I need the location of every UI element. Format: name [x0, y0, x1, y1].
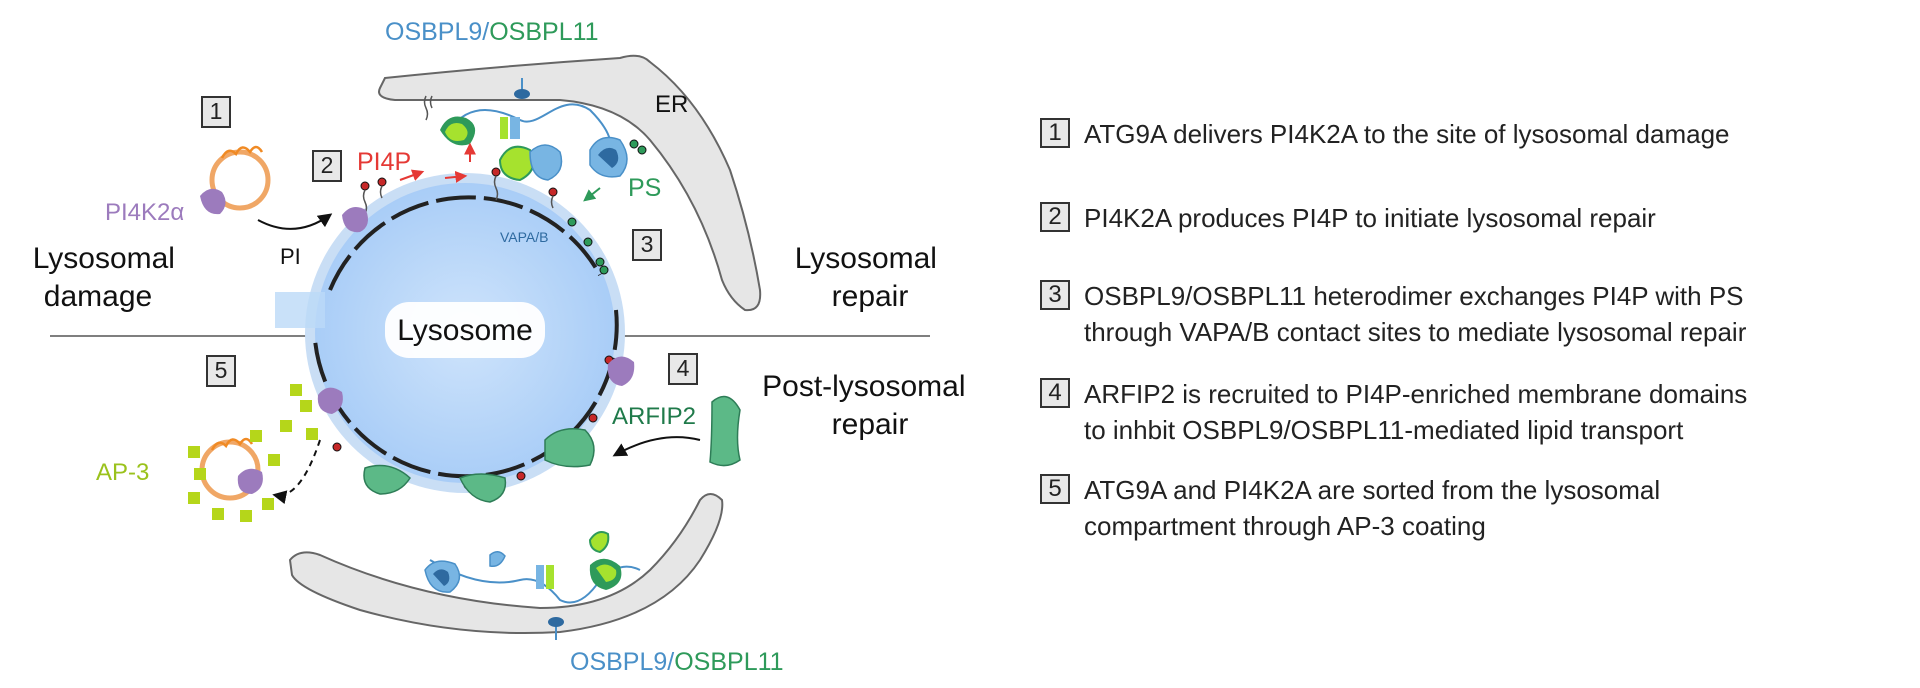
legend-badge-5: 5 — [1040, 474, 1070, 504]
atg9a-vesicle-step1 — [200, 145, 271, 215]
legend-line: ATG9A and PI4K2A are sorted from the lys… — [1084, 475, 1661, 505]
legend-badge-2: 2 — [1040, 202, 1070, 232]
er-membrane-bottom — [288, 493, 724, 635]
membrane-leak — [275, 292, 325, 328]
osbpl-label-top: OSBPL9/OSBPL11 — [385, 18, 599, 46]
svg-text:1: 1 — [210, 98, 223, 124]
legend-item-4: 4 ARFIP2 is recruited to PI4P-enriched m… — [1040, 376, 1884, 448]
svg-text:2: 2 — [321, 152, 334, 178]
ap3-vesicle-step5 — [188, 384, 318, 522]
arrow-pi4p-2 — [444, 170, 468, 183]
step-badge-4: 4 — [668, 353, 698, 385]
svg-text:3: 3 — [641, 231, 654, 257]
osbpl-complex-bottom — [424, 531, 641, 640]
legend-item-2: 2 PI4K2A produces PI4P to initiate lysos… — [1040, 200, 1884, 236]
pi4k2a-membrane-step5 — [317, 387, 343, 414]
arfip2-proteins — [363, 395, 741, 503]
legend-line: through VAPA/B contact sites to mediate … — [1084, 317, 1747, 347]
pi4k2a-label: PI4K2α — [105, 199, 184, 226]
legend-item-1: 1 ATG9A delivers PI4K2A to the site of l… — [1040, 116, 1884, 152]
legend-item-5: 5 ATG9A and PI4K2A are sorted from the l… — [1040, 472, 1884, 544]
legend-text-5: ATG9A and PI4K2A are sorted from the lys… — [1084, 472, 1884, 544]
arrow-delivery — [257, 213, 333, 230]
arrow-arfip2 — [612, 436, 701, 457]
legend-text-2: PI4K2A produces PI4P to initiate lysosom… — [1084, 200, 1884, 236]
legend-item-3: 3 OSBPL9/OSBPL11 heterodimer exchanges P… — [1040, 278, 1884, 350]
legend-line: OSBPL9/OSBPL11 heterodimer exchanges PI4… — [1084, 281, 1744, 311]
lysosome-repair-diagram: Lysosome — [33, 18, 974, 676]
legend-line: to inhbit OSBPL9/OSBPL11-mediated lipid … — [1084, 415, 1684, 445]
ap3-label: AP-3 — [96, 459, 149, 486]
legend-line: ATG9A delivers PI4K2A to the site of lys… — [1084, 119, 1730, 149]
legend-text-4: ARFIP2 is recruited to PI4P-enriched mem… — [1084, 376, 1884, 448]
pi4p-label: PI4P — [357, 148, 411, 176]
lysosome-label: Lysosome — [397, 314, 533, 347]
lysosomal-damage-label: Lysosomal damage — [33, 242, 184, 313]
pi4k2a-membrane-step2 — [342, 206, 368, 233]
step-badge-1: 1 — [201, 96, 231, 128]
svg-text:5: 5 — [215, 357, 228, 383]
lipid-tails — [362, 95, 554, 215]
lysosomal-repair-label: Lysosomal repair — [795, 242, 946, 313]
legend-badge-3: 3 — [1040, 280, 1070, 310]
post-lysosomal-repair-label: Post-lysosomal repair — [762, 370, 974, 441]
arrow-sorting — [272, 439, 321, 505]
osbpl-label-bottom: OSBPL9/OSBPL11 — [570, 648, 784, 676]
ps-lipids — [567, 139, 647, 275]
legend-text-3: OSBPL9/OSBPL11 heterodimer exchanges PI4… — [1084, 278, 1884, 350]
er-label: ER — [655, 91, 688, 118]
step-badge-2: 2 — [312, 150, 342, 182]
osbpl-complex-top — [440, 78, 628, 182]
legend-line: compartment through AP-3 coating — [1084, 511, 1486, 541]
arrow-pi4p-1 — [399, 169, 425, 181]
svg-text:4: 4 — [677, 355, 690, 381]
legend-line: ARFIP2 is recruited to PI4P-enriched mem… — [1084, 379, 1748, 409]
legend-badge-4: 4 — [1040, 378, 1070, 408]
pi-label: PI — [280, 244, 301, 269]
legend-text-1: ATG9A delivers PI4K2A to the site of lys… — [1084, 116, 1884, 152]
vapab-label: VAPA/B — [500, 229, 549, 245]
legend-line: PI4K2A produces PI4P to initiate lysosom… — [1084, 203, 1656, 233]
er-membrane-top — [378, 54, 762, 312]
step-badge-5: 5 — [206, 355, 236, 387]
ps-label: PS — [628, 174, 661, 202]
arrow-ps — [583, 187, 601, 202]
legend-badge-1: 1 — [1040, 118, 1070, 148]
step-badge-3: 3 — [632, 229, 662, 261]
pi4k2a-membrane-step4 — [607, 356, 635, 386]
arfip2-label: ARFIP2 — [612, 403, 696, 430]
